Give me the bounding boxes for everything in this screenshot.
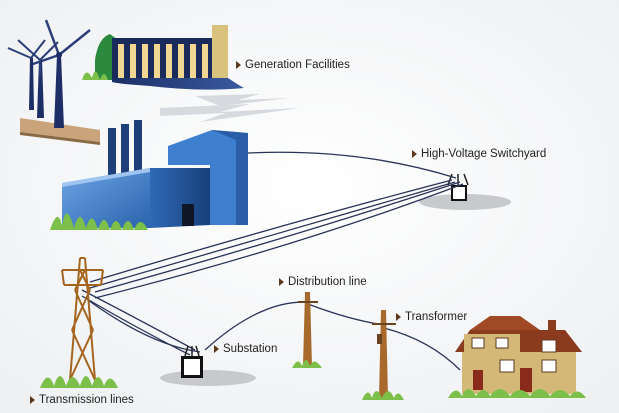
house-icon xyxy=(448,316,586,398)
label-text: Generation Facilities xyxy=(245,59,350,71)
wind-turbine-icon xyxy=(29,19,91,128)
arrow-icon xyxy=(30,396,35,404)
grass-patch xyxy=(40,376,118,388)
arrow-icon xyxy=(279,278,284,286)
hydro-dam xyxy=(82,25,244,90)
wind-turbines xyxy=(7,19,100,145)
arrow-icon xyxy=(412,150,417,158)
label-text: Transmission lines xyxy=(39,394,134,406)
switchyard xyxy=(419,173,511,210)
electric-bolt-icon xyxy=(160,94,300,122)
transmission-tower xyxy=(61,257,104,381)
label-distribution-line: Distribution line xyxy=(279,276,367,288)
wind-turbine-icon xyxy=(17,39,59,118)
label-text: Transformer xyxy=(405,311,468,323)
label-substation: Substation xyxy=(214,343,277,355)
label-switchyard: High-Voltage Switchyard xyxy=(412,148,546,160)
distribution-pole xyxy=(292,292,322,368)
arrow-icon xyxy=(236,61,241,69)
label-generation-facilities: Generation Facilities xyxy=(236,59,350,71)
arrow-icon xyxy=(396,313,401,321)
label-text: Distribution line xyxy=(288,276,367,288)
label-transformer: Transformer xyxy=(396,311,467,323)
transformer-pole xyxy=(362,310,404,400)
power-lines xyxy=(81,151,464,371)
power-plant-building xyxy=(50,120,248,230)
arrow-icon xyxy=(214,345,219,353)
label-text: Substation xyxy=(223,343,278,355)
substation xyxy=(160,345,256,386)
wind-turbine-icon xyxy=(7,39,46,110)
label-text: High-Voltage Switchyard xyxy=(421,148,547,160)
label-transmission-lines: Transmission lines xyxy=(30,394,134,406)
